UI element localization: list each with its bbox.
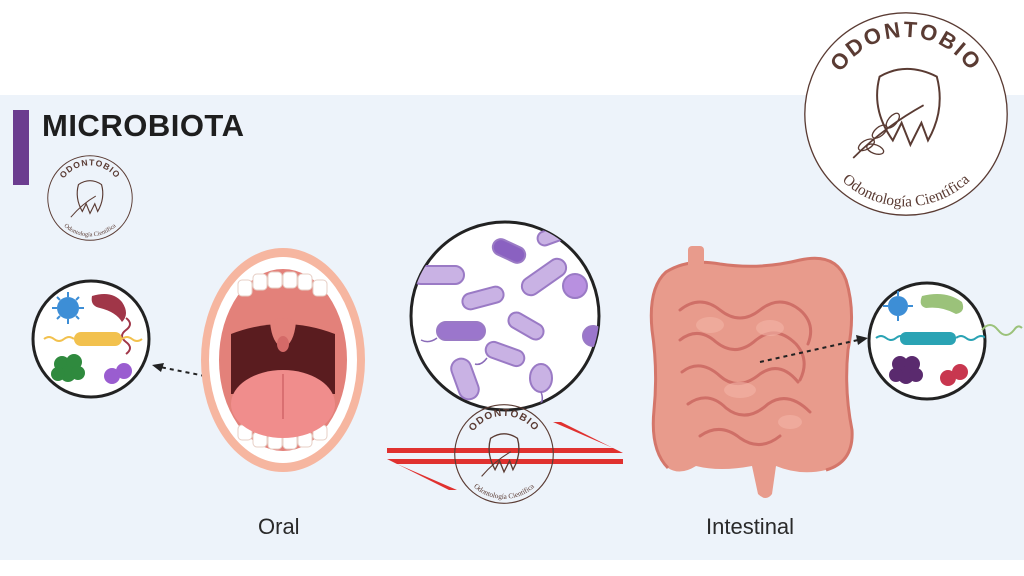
virus-icon xyxy=(52,292,84,324)
intestinal-pointer-arrow xyxy=(759,335,868,363)
page-title: MICROBIOTA xyxy=(42,108,245,143)
odontobio-watermark-small: ODONTOBIO Odontología Científica xyxy=(47,155,133,241)
virus-icon xyxy=(883,291,913,321)
svg-text:ODONTOBIO: ODONTOBIO xyxy=(57,157,122,180)
oral-label: Oral xyxy=(258,514,300,539)
title-accent-bar xyxy=(13,110,29,185)
odontobio-watermark-large: ODONTOBIO Odontología Científica xyxy=(804,12,1008,216)
coccus-cluster-icon xyxy=(51,354,85,382)
gut-microbes-circle xyxy=(867,281,987,401)
bidirectional-arrows-icon xyxy=(387,422,623,490)
intestinal-label: Intestinal xyxy=(706,514,795,539)
diplococcus-icon xyxy=(940,364,968,386)
open-mouth-illustration xyxy=(201,248,365,472)
intestine-illustration xyxy=(649,246,854,498)
odontobio-watermark-center: ODONTOBIO Odontología Científica xyxy=(454,404,554,504)
coccus-cluster-icon xyxy=(889,356,923,384)
diplococcus-icon xyxy=(104,363,132,384)
flagellum-icon xyxy=(981,324,1023,336)
rod-bacterium-icon xyxy=(900,332,956,345)
curved-bacterium-icon xyxy=(91,294,126,322)
oral-microbes-circle xyxy=(31,279,151,399)
bacteria-magnified-circle xyxy=(409,220,601,412)
rod-bacterium-icon xyxy=(74,332,122,346)
curved-bacterium-icon xyxy=(920,294,964,314)
